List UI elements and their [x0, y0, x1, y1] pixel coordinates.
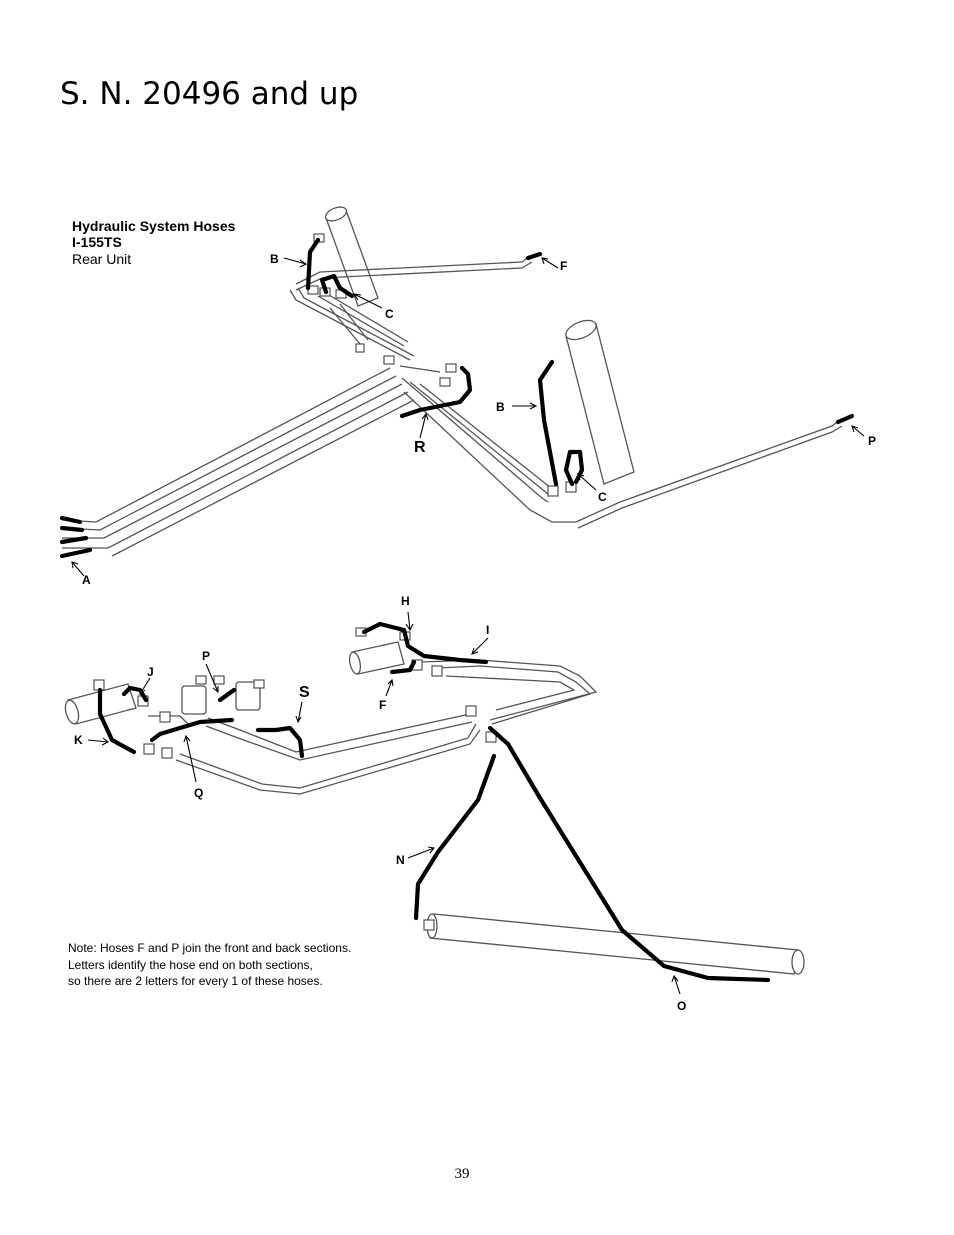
right-cylinder [565, 319, 635, 485]
hose-r [399, 365, 473, 419]
hose-b-right [537, 359, 559, 487]
hose-a-4 [59, 547, 93, 559]
label-k: K [74, 733, 83, 747]
label-j: J [147, 665, 154, 679]
note-line-3: so there are 2 letters for every 1 of th… [68, 974, 323, 988]
label-q: Q [194, 786, 203, 800]
hose-f-front [389, 659, 417, 675]
front-section [64, 621, 805, 983]
label-f-top: F [560, 259, 567, 273]
rear-section [59, 206, 855, 559]
diagram-model: I-155TS [72, 234, 122, 250]
page-title: S. N. 20496 and up [60, 76, 359, 112]
label-b-right: B [496, 400, 505, 414]
hose-q [149, 717, 235, 743]
hose-s [255, 725, 305, 759]
label-s: S [299, 684, 310, 701]
label-h: H [401, 594, 410, 608]
hose-a-3 [59, 535, 89, 545]
note-line-2: Letters identify the hose end on both se… [68, 958, 313, 972]
label-c-right: C [598, 490, 607, 504]
hose-n [413, 753, 497, 921]
hose-b-left [305, 237, 321, 291]
label-r: R [414, 439, 426, 456]
note-line-1: Note: Hoses F and P join the front and b… [68, 941, 351, 955]
diagram-title: Hydraulic System Hoses [72, 218, 236, 234]
diagram-subtitle: Rear Unit [72, 251, 131, 267]
front-upper-cylinder [348, 641, 405, 675]
hose-p-front [217, 687, 237, 703]
label-p-top: P [868, 434, 876, 448]
label-n: N [396, 853, 405, 867]
page-number: 39 [454, 1166, 470, 1182]
hose-o [487, 725, 771, 983]
label-o: O [677, 999, 686, 1013]
hose-c-right [563, 449, 585, 487]
label-b-left: B [270, 252, 279, 266]
hose-c-left [319, 273, 355, 299]
label-i: I [486, 623, 489, 637]
hose-a-2 [59, 525, 85, 533]
hose-a-1 [59, 515, 83, 525]
label-f-front: F [379, 698, 386, 712]
label-p-front: P [202, 649, 210, 663]
label-c-left: C [385, 307, 394, 321]
hose-h [361, 621, 489, 665]
hose-k [97, 687, 137, 755]
left-cylinder [324, 206, 379, 307]
hose-j [121, 685, 149, 703]
label-a: A [82, 573, 91, 587]
arrows-bottom [87, 611, 681, 995]
arrows-top [71, 257, 865, 577]
